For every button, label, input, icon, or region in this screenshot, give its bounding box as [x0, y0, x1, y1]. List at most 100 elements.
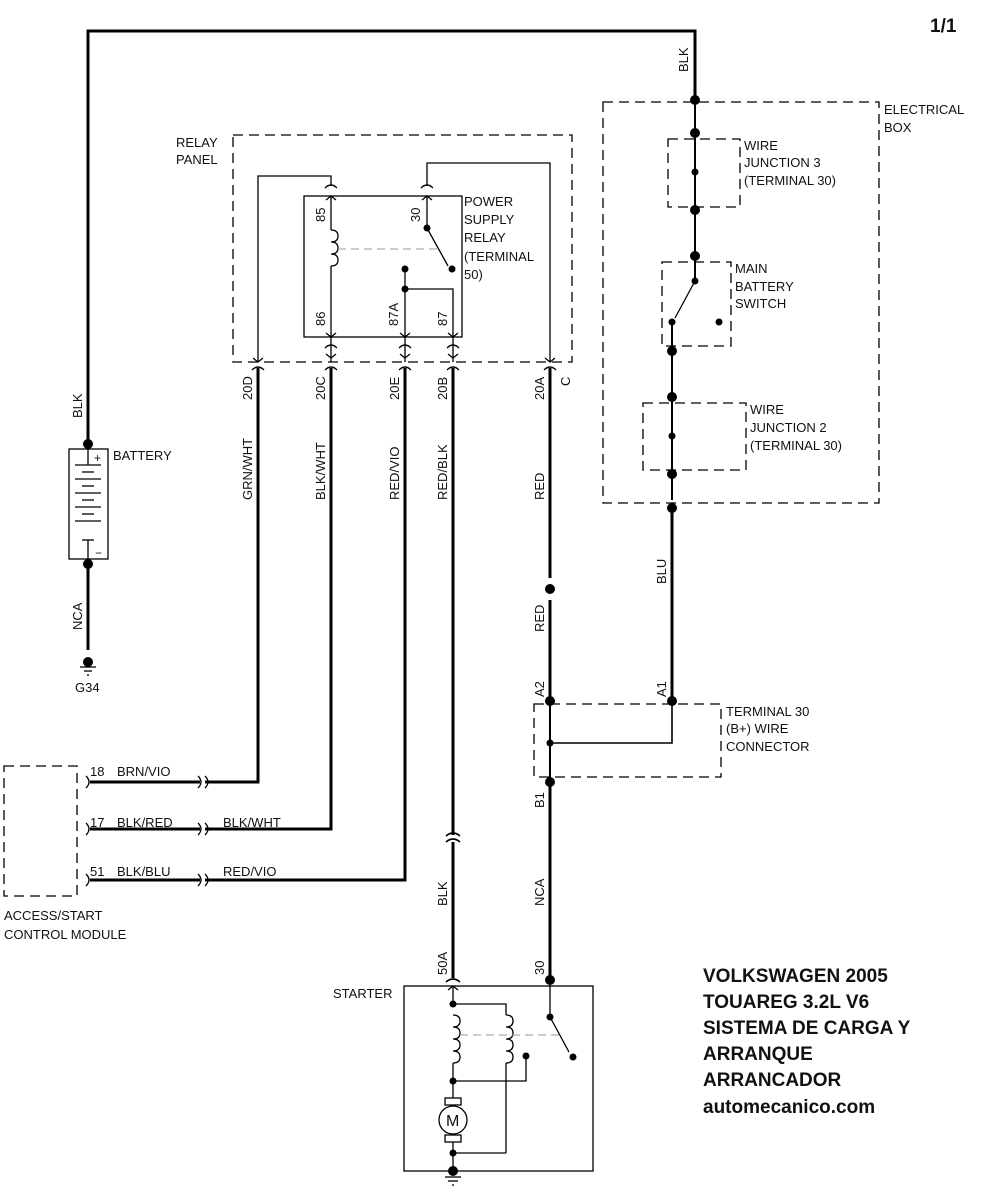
relay-pin-86: 86: [313, 312, 328, 326]
relay-panel-label-1: RELAY: [176, 135, 218, 150]
splice-red: [545, 584, 555, 594]
junction3-label-3: (TERMINAL 30): [744, 173, 836, 188]
wire-label-top-blk: BLK: [676, 47, 691, 72]
wire-junction-2: [642, 402, 747, 471]
svg-text:ARRANCADOR: ARRANCADOR: [703, 1070, 842, 1091]
main-battery-switch: [661, 261, 732, 347]
relay-label-1: POWER: [464, 194, 513, 209]
pin-a1: A1: [654, 681, 669, 697]
junction3-label-1: WIRE: [744, 138, 778, 153]
pin-20a: 20A: [532, 377, 547, 400]
pin-50a: 50A: [435, 952, 450, 975]
wire-20c-blk-wht: [205, 368, 333, 831]
wire-label-blk-starter: BLK: [435, 881, 450, 906]
relay-label-5: 50): [464, 267, 483, 282]
module-pin-row-51: 51 BLK/BLU RED/VIO: [85, 864, 276, 887]
battery-switch-arm: [674, 280, 696, 319]
battery-symbol: + −: [68, 439, 109, 569]
svg-text:51: 51: [90, 864, 104, 879]
battery-switch-label-1: MAIN: [735, 261, 768, 276]
wire-label-battery-blk: BLK: [70, 393, 85, 418]
wire-color-20b: RED/BLK: [435, 444, 450, 500]
wire-20d-grn-wht: [205, 368, 260, 784]
relay-panel-box: [232, 134, 573, 363]
power-supply-relay: [303, 195, 463, 338]
relay-pin-30: 30: [408, 208, 423, 222]
title-block: VOLKSWAGEN 2005 TOUAREG 3.2L V6 SISTEMA …: [703, 966, 911, 1118]
battery-minus: −: [95, 546, 102, 560]
starter-switch-arm: [549, 1016, 570, 1053]
relay-pin-85: 85: [313, 208, 328, 222]
electrical-box-label-2: BOX: [884, 120, 912, 135]
svg-text:TOUAREG 3.2L V6: TOUAREG 3.2L V6: [703, 992, 869, 1013]
starter-coil-pull-in: [452, 1014, 461, 1064]
pin-20e: 20E: [387, 377, 402, 400]
relay-label-2: SUPPLY: [464, 212, 515, 227]
terminal30-connector: [533, 703, 722, 778]
module-pin-row-17: 17 BLK/RED BLK/WHT: [85, 815, 281, 836]
starter-motor-icon: M: [438, 1081, 468, 1168]
motor-label: M: [446, 1113, 459, 1130]
wire-internal-20d: [257, 175, 332, 362]
wire-internal-20a: [426, 162, 551, 362]
svg-text:automecanico.com: automecanico.com: [703, 1097, 875, 1118]
relay-label-3: RELAY: [464, 230, 506, 245]
terminal30-label-1: TERMINAL 30: [726, 704, 809, 719]
junction2-label-2: JUNCTION 2: [750, 420, 827, 435]
wire-junction-3: [667, 138, 741, 208]
access-start-control-module: [3, 765, 78, 897]
pin-20d: 20D: [240, 376, 255, 400]
ground-label: G34: [75, 680, 100, 695]
relay-switch-arm: [426, 227, 449, 267]
pin-a2: A2: [532, 681, 547, 697]
relay-pin-87: 87: [435, 312, 450, 326]
battery-plus: +: [94, 451, 101, 465]
relay-pin-87a: 87A: [386, 303, 401, 326]
svg-text:BLK/BLU: BLK/BLU: [117, 864, 170, 879]
wire-label-nca-starter: NCA: [532, 878, 547, 906]
wire-color-20c: BLK/WHT: [313, 442, 328, 500]
wire-20e-red-vio: [205, 368, 407, 882]
electrical-box: [602, 101, 880, 504]
terminal30-label-2: (B+) WIRE: [726, 721, 789, 736]
svg-text:17: 17: [90, 815, 104, 830]
relay-bottom-connectors: [251, 337, 557, 371]
electrical-box-label-1: ELECTRICAL: [884, 102, 964, 117]
ground-icon: [80, 657, 96, 676]
battery-switch-label-3: SWITCH: [735, 296, 786, 311]
connector-85-top: [324, 184, 338, 189]
junction2-label-1: WIRE: [750, 402, 784, 417]
inline-connector-blk: [445, 832, 461, 837]
svg-text:ARRANQUE: ARRANQUE: [703, 1044, 813, 1065]
wire-color-20d: GRN/WHT: [240, 438, 255, 500]
svg-text:BLK/WHT: BLK/WHT: [223, 815, 281, 830]
wire-label-blu: BLU: [654, 559, 669, 584]
battery-label: BATTERY: [113, 448, 172, 463]
junction3-label-2: JUNCTION 3: [744, 155, 821, 170]
wire-color-20e: RED/VIO: [387, 447, 402, 500]
wire-blk-main: [86, 29, 697, 445]
junction2-label-3: (TERMINAL 30): [750, 438, 842, 453]
svg-text:BLK/RED: BLK/RED: [117, 815, 173, 830]
page-number: 1/1: [930, 16, 957, 37]
starter-box: [403, 985, 594, 1172]
wire-label-battery-nca: NCA: [70, 602, 85, 630]
svg-text:SISTEMA DE CARGA Y: SISTEMA DE CARGA Y: [703, 1018, 911, 1039]
battery-switch-label-2: BATTERY: [735, 279, 794, 294]
svg-text:RED/VIO: RED/VIO: [223, 864, 276, 879]
starter-coil-hold-in: [505, 1014, 514, 1064]
pin-30: 30: [532, 961, 547, 975]
pin-20b: 20B: [435, 377, 450, 400]
wire-color-20a: RED: [532, 473, 547, 500]
pin-20c: 20C: [313, 376, 328, 400]
svg-text:VOLKSWAGEN 2005: VOLKSWAGEN 2005: [703, 966, 888, 987]
pin-b1: B1: [532, 792, 547, 808]
relay-panel-label-2: PANEL: [176, 152, 218, 167]
svg-text:BRN/VIO: BRN/VIO: [117, 764, 170, 779]
svg-text:18: 18: [90, 764, 104, 779]
module-label-1: ACCESS/START: [4, 908, 103, 923]
pin-c: C: [558, 377, 573, 386]
relay-coil: [330, 229, 339, 267]
terminal30-label-3: CONNECTOR: [726, 739, 810, 754]
